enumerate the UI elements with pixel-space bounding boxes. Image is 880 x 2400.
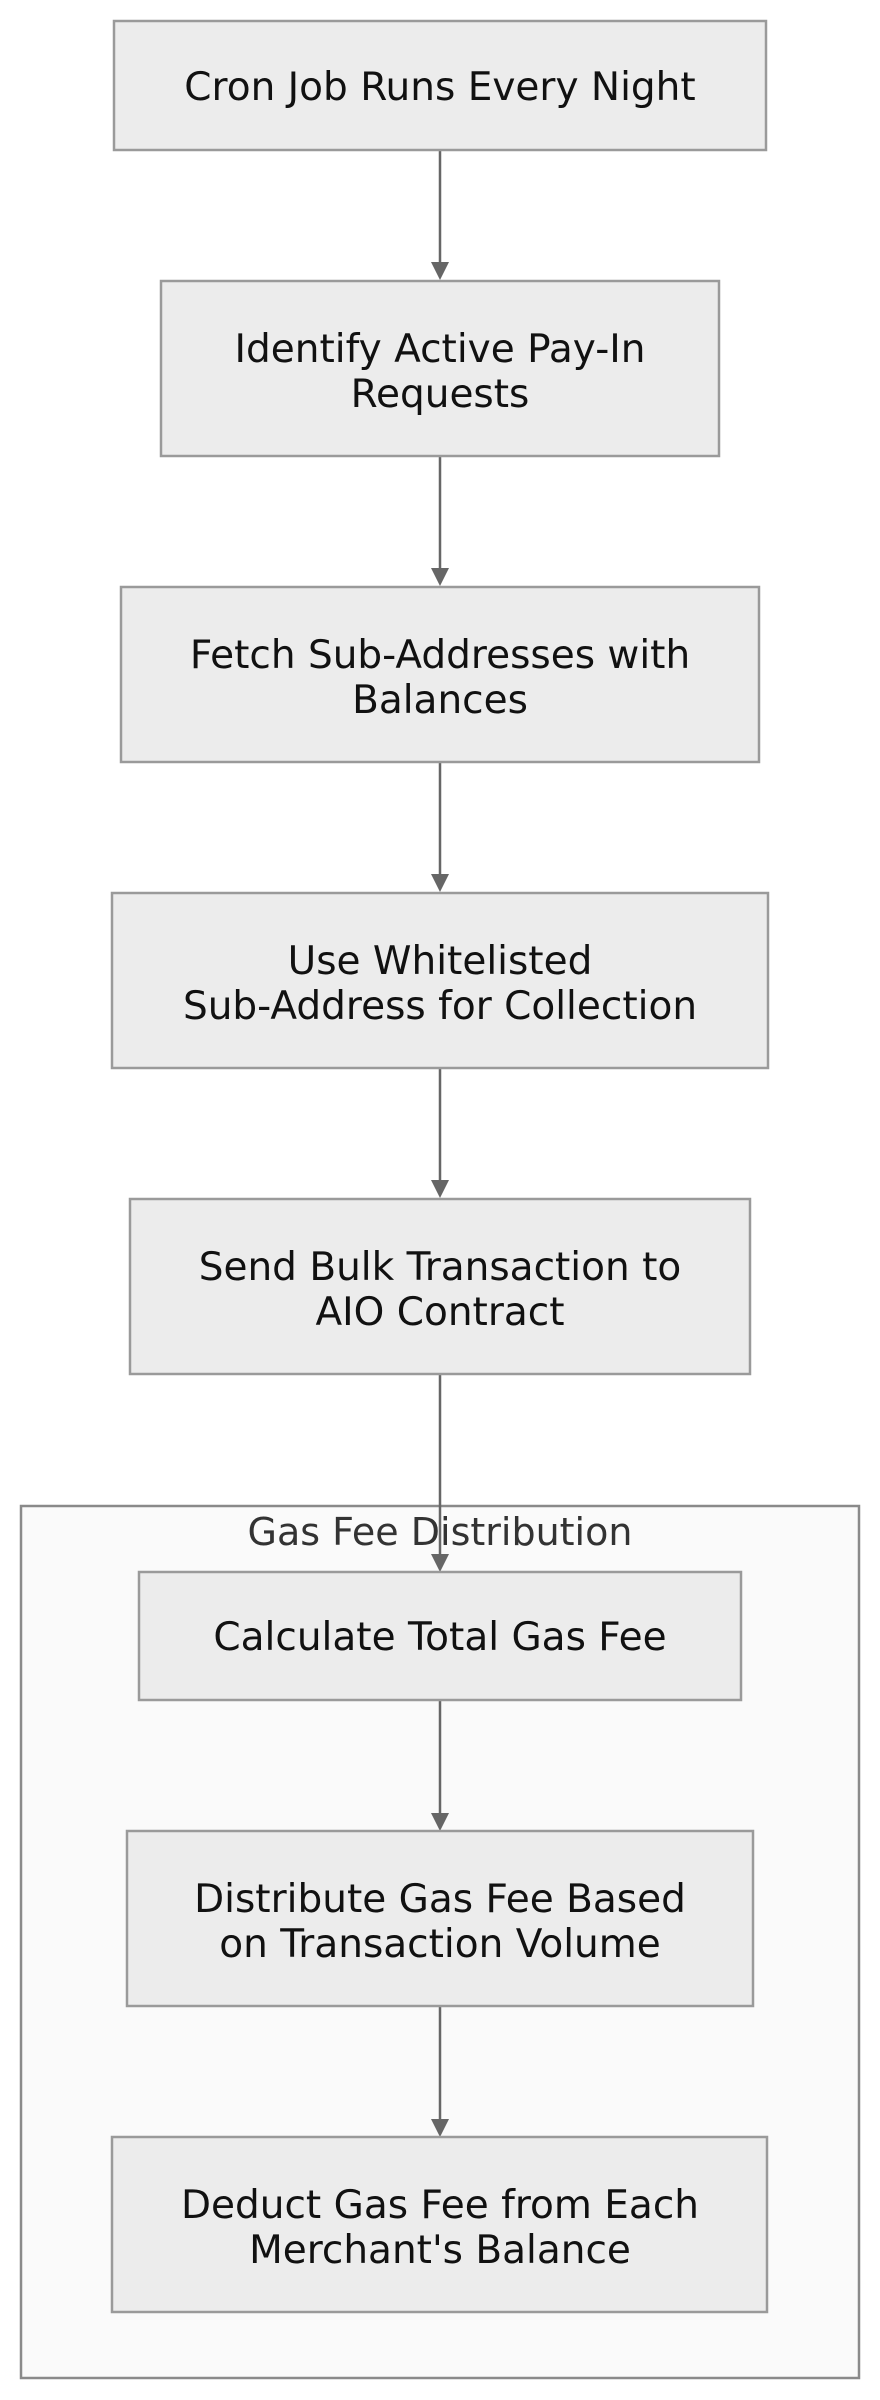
node-label-line-2: on Transaction Volume [219,1922,661,1967]
arrowhead [431,2119,449,2137]
node-calculate-total-gas-fee: Calculate Total Gas Fee [137,1570,743,1702]
edge-cron-to-identify [431,150,449,280]
node-label-line-1: Use Whitelisted [288,939,593,984]
edge-fetch-to-whitelist [431,762,449,892]
node-send-bulk-transaction: Send Bulk Transaction to AIO Contract [128,1197,752,1376]
arrowhead [431,1180,449,1198]
edge-calc-to-distribute [431,1700,449,1831]
arrowhead [431,1554,449,1572]
node-label-line-1: Identify Active Pay-In [234,327,645,372]
node-label-line-1: Deduct Gas Fee from Each [181,2183,699,2228]
arrowhead [431,262,449,280]
node-label-line-2: Merchant's Balance [249,2228,631,2273]
node-label-line-1: Cron Job Runs Every Night [184,65,695,110]
arrowhead [431,874,449,892]
edge-bulk-to-calc [431,1374,449,1572]
node-cron-job: Cron Job Runs Every Night [112,19,768,152]
node-label-line-1: Distribute Gas Fee Based [194,1877,686,1922]
node-label-line-1: Send Bulk Transaction to [199,1245,682,1290]
arrowhead [431,1813,449,1831]
node-label-line-2: Requests [351,372,530,417]
node-label-line-2: AIO Contract [315,1290,564,1335]
node-label-line-2: Sub-Address for Collection [183,984,697,1029]
node-deduct-gas-fee: Deduct Gas Fee from Each Merchant's Bala… [110,2135,769,2314]
node-label-line-2: Balances [352,678,528,723]
edge-identify-to-fetch [431,456,449,586]
node-use-whitelisted-sub-address: Use Whitelisted Sub-Address for Collecti… [110,891,770,1070]
node-label-line-1: Fetch Sub-Addresses with [190,633,690,678]
edge-whitelist-to-bulk [431,1068,449,1198]
node-distribute-gas-fee: Distribute Gas Fee Based on Transaction … [125,1829,755,2008]
node-label-line-1: Calculate Total Gas Fee [213,1615,666,1660]
arrowhead [431,568,449,586]
edge-distribute-to-deduct [431,2006,449,2137]
node-identify-active-pay-in-requests: Identify Active Pay-In Requests [159,279,721,458]
node-fetch-sub-addresses: Fetch Sub-Addresses with Balances [119,585,761,764]
